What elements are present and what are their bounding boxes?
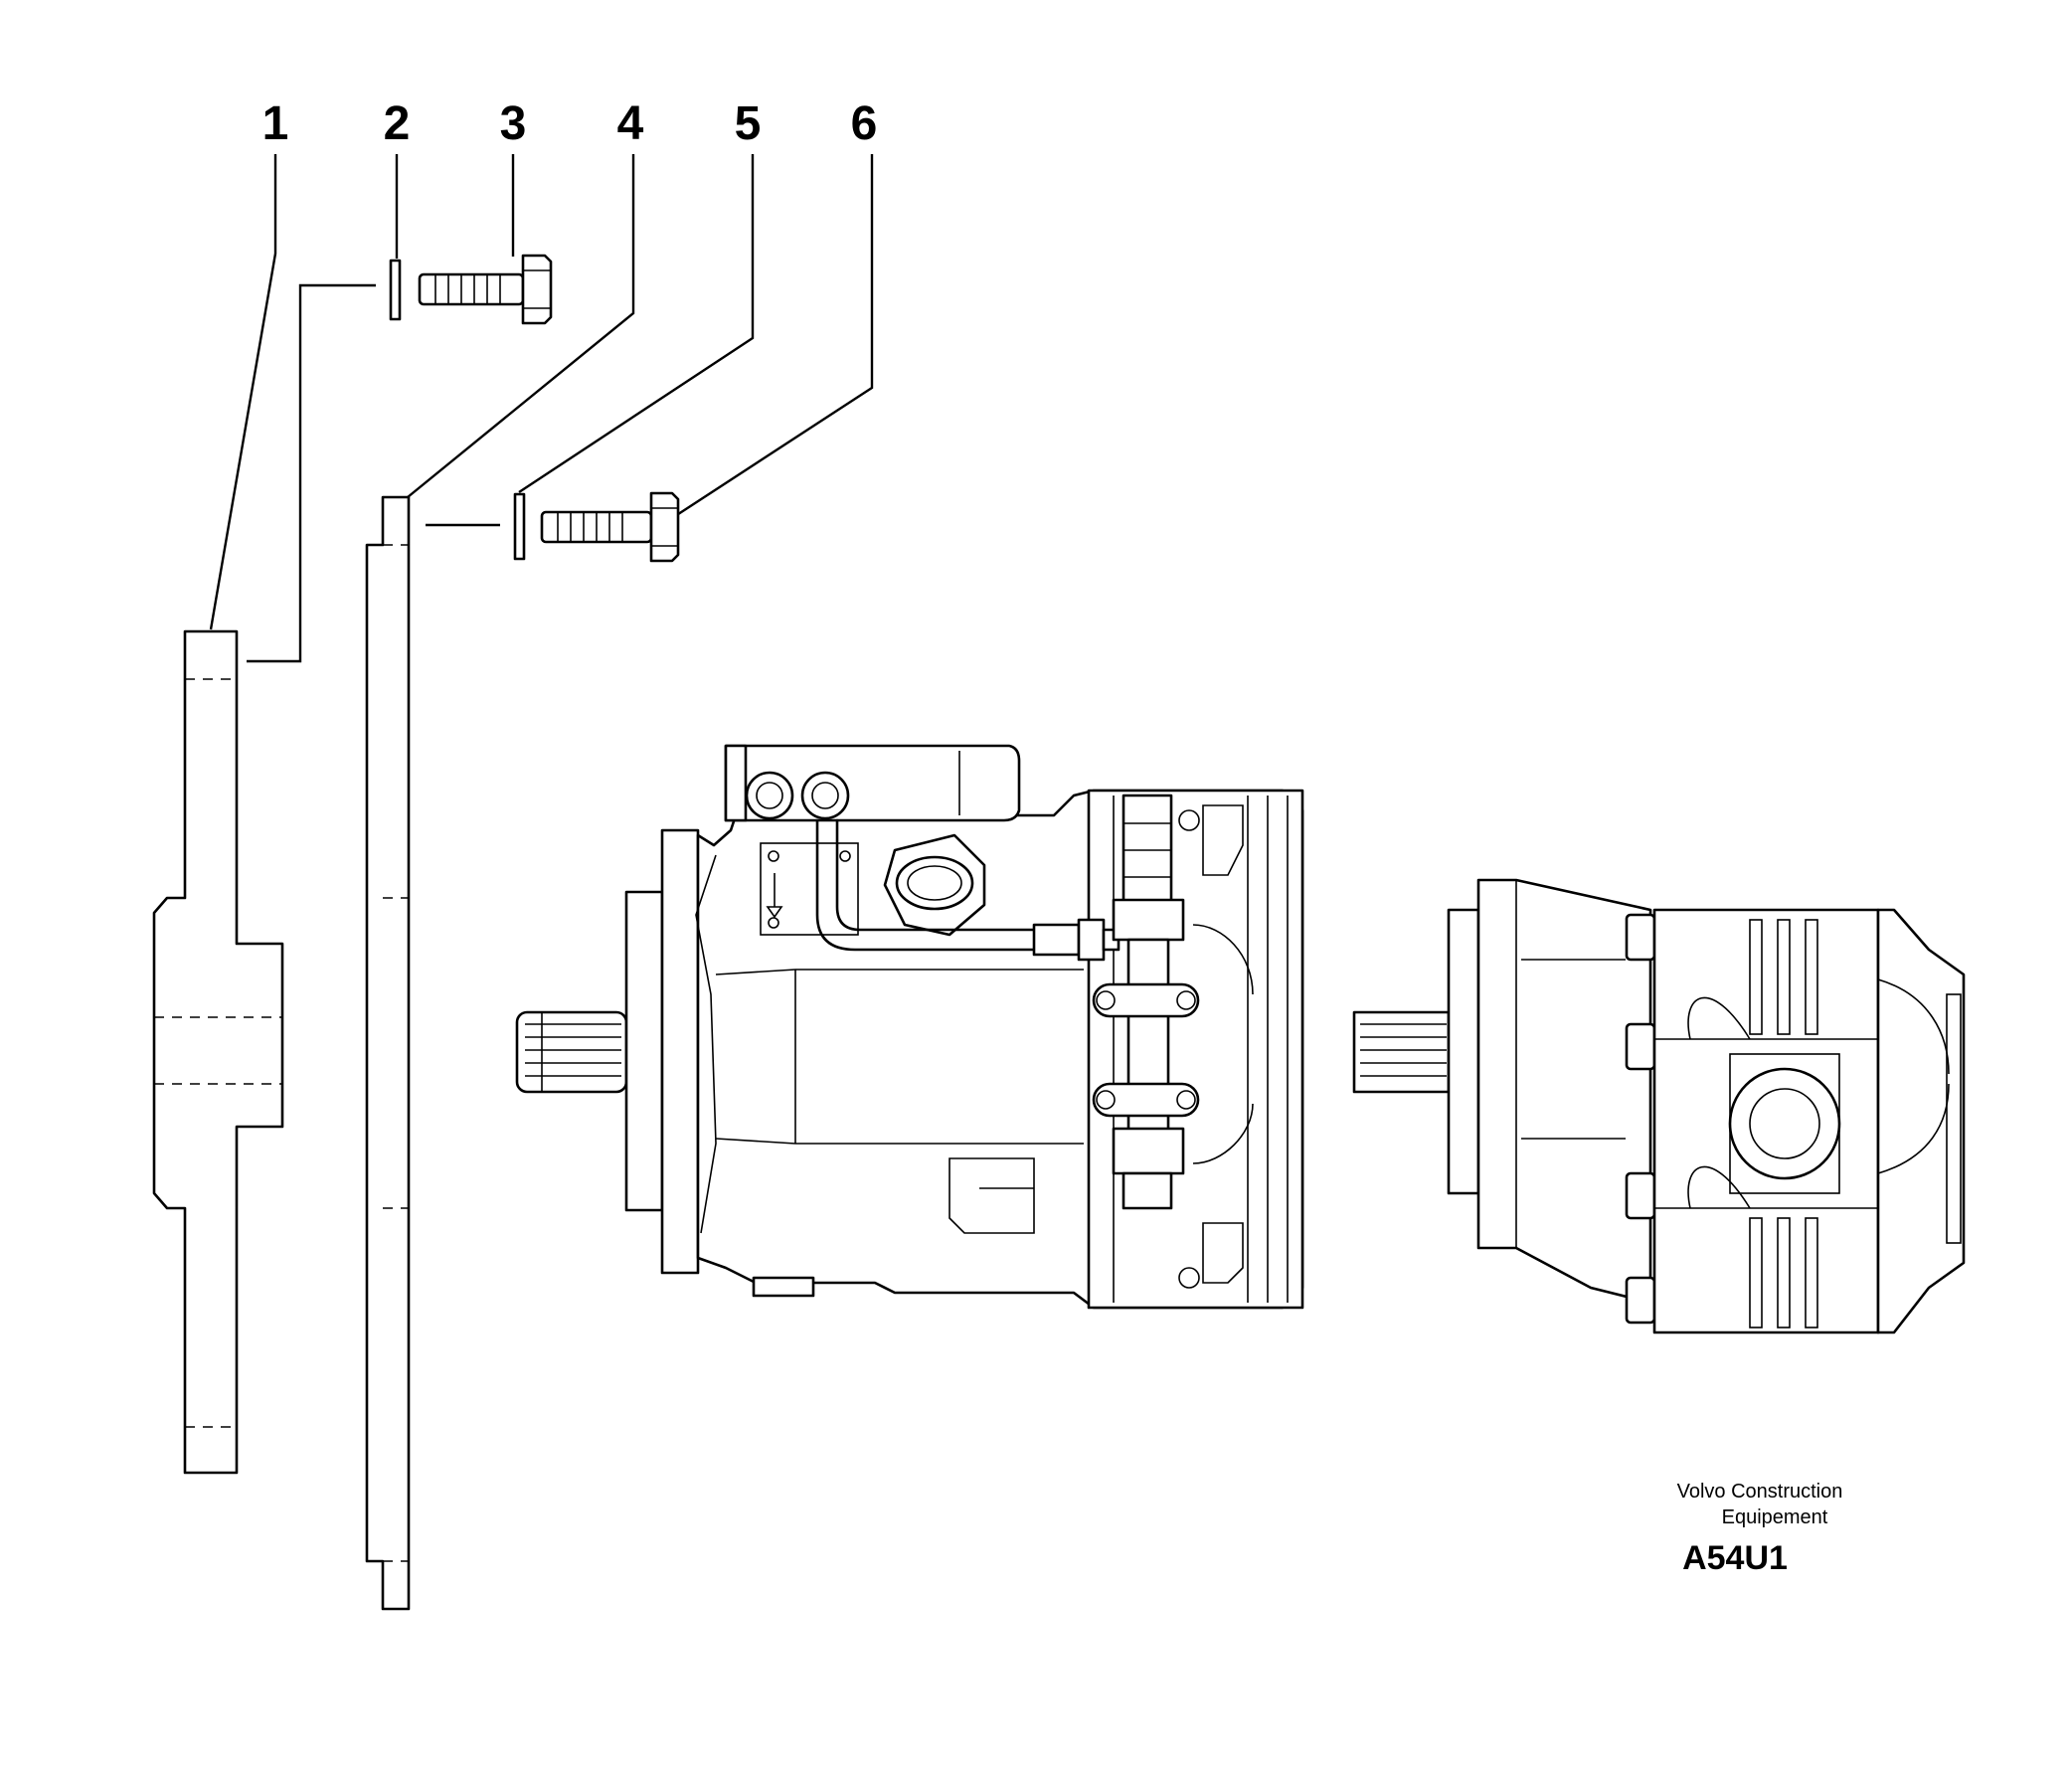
bolt-part-3 — [418, 254, 553, 325]
leader-2-to-flange — [247, 283, 376, 663]
leader-5 — [518, 154, 755, 494]
callout-5[interactable]: 5 — [735, 97, 762, 150]
adapter-plate-part-4 — [365, 495, 411, 1611]
coupling-flange-part-1 — [152, 629, 284, 1475]
washer-part-2 — [389, 259, 402, 321]
leader-lines — [209, 154, 874, 663]
bolt-part-6 — [540, 491, 680, 563]
callout-2[interactable]: 2 — [384, 97, 411, 150]
credit-line-1: Volvo Construction — [1676, 1481, 1843, 1503]
hydraulic-piston-pump — [515, 744, 1304, 1310]
leader-6 — [668, 154, 874, 522]
drawing-code: A54U1 — [1682, 1539, 1788, 1577]
callout-4[interactable]: 4 — [617, 97, 644, 150]
credit-line-2: Equipement — [1721, 1506, 1828, 1528]
washer-part-5 — [513, 492, 526, 561]
gear-pump — [1352, 878, 1966, 1334]
leader-4 — [407, 154, 635, 498]
callout-1[interactable]: 1 — [262, 97, 289, 150]
callout-3[interactable]: 3 — [500, 97, 527, 150]
leader-1 — [209, 154, 277, 630]
callout-6[interactable]: 6 — [851, 97, 878, 150]
